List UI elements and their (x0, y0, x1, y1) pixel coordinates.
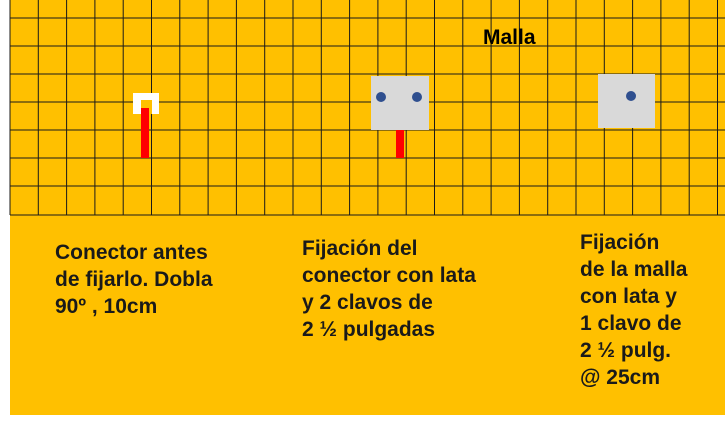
mesh-fixing (598, 74, 655, 128)
background (10, 0, 725, 415)
mesh-label: Malla (483, 26, 536, 49)
connector-hook-gap (141, 100, 152, 114)
caption-mesh-fixing: Fijación de la malla con lata y 1 clavo … (580, 231, 688, 389)
connector-bar (396, 130, 404, 158)
metal-plate (371, 76, 429, 130)
metal-plate (598, 74, 655, 128)
nail-icon (412, 92, 422, 102)
connector-bar (141, 108, 149, 158)
caption-connector-fixed: Fijación del conector con lata y 2 clavo… (302, 237, 476, 341)
caption-connector-unfixed: Conector antes de fijarlo. Dobla 90º , 1… (55, 241, 213, 318)
nail-icon (626, 91, 636, 101)
nail-icon (376, 92, 386, 102)
connector-unfixed (133, 93, 159, 158)
connector-fixed (371, 76, 429, 158)
